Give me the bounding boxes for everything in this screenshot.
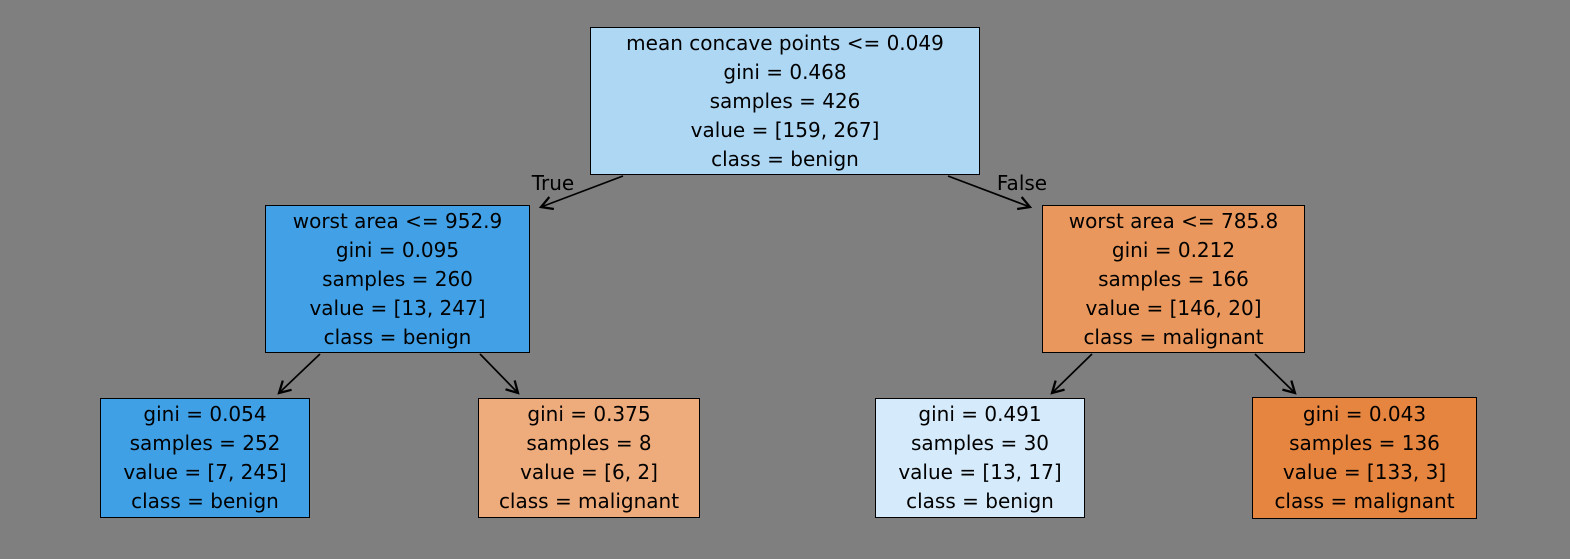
node-gini: gini = 0.491 xyxy=(918,402,1042,426)
node-gini: gini = 0.054 xyxy=(143,402,267,426)
edge-root-to-right-icon xyxy=(947,175,1033,211)
node-samples: samples = 8 xyxy=(526,431,652,455)
node-value: value = [13, 247] xyxy=(309,295,486,320)
node-class: class = malignant xyxy=(1083,324,1264,349)
edge-right-to-rr-icon xyxy=(1254,353,1297,395)
tree-leaf-right-right: gini = 0.043 samples = 136 value = [133,… xyxy=(1252,397,1477,519)
node-condition: worst area <= 952.9 xyxy=(292,208,503,233)
tree-leaf-left-left: gini = 0.054 samples = 252 value = [7, 2… xyxy=(100,398,310,518)
node-samples: samples = 166 xyxy=(1098,266,1249,291)
node-gini: gini = 0.095 xyxy=(335,237,460,262)
edge-right-to-rl-icon xyxy=(1050,353,1093,395)
node-value: value = [6, 2] xyxy=(520,460,658,484)
edge-root-to-left-icon xyxy=(538,175,624,211)
node-gini: gini = 0.375 xyxy=(527,402,651,426)
node-class: class = benign xyxy=(906,489,1054,513)
node-condition: worst area <= 785.8 xyxy=(1068,208,1279,233)
tree-node-right-internal: worst area <= 785.8 gini = 0.212 samples… xyxy=(1042,205,1305,353)
edge-label-true: True xyxy=(531,171,575,195)
node-gini: gini = 0.212 xyxy=(1111,237,1236,262)
node-samples: samples = 30 xyxy=(910,431,1050,455)
node-value: value = [7, 245] xyxy=(123,460,287,484)
node-gini: gini = 0.468 xyxy=(723,59,847,84)
node-class: class = malignant xyxy=(1274,489,1455,513)
edge-left-to-lr-icon xyxy=(479,353,520,395)
node-value: value = [13, 17] xyxy=(898,460,1062,484)
tree-leaf-right-left: gini = 0.491 samples = 30 value = [13, 1… xyxy=(875,398,1085,518)
tree-leaf-left-right: gini = 0.375 samples = 8 value = [6, 2] … xyxy=(478,398,700,518)
node-class: class = malignant xyxy=(498,489,680,513)
node-value: value = [146, 20] xyxy=(1085,295,1262,320)
node-class: class = benign xyxy=(711,146,859,171)
node-class: class = benign xyxy=(323,324,472,349)
edge-label-false: False xyxy=(996,171,1048,195)
node-samples: samples = 260 xyxy=(322,266,473,291)
node-samples: samples = 426 xyxy=(709,88,861,113)
tree-node-root: mean concave points <= 0.049 gini = 0.46… xyxy=(590,27,980,175)
node-samples: samples = 252 xyxy=(129,431,281,455)
edge-left-to-ll-icon xyxy=(277,353,321,395)
node-gini: gini = 0.043 xyxy=(1302,402,1427,426)
node-samples: samples = 136 xyxy=(1289,431,1440,455)
node-condition: mean concave points <= 0.049 xyxy=(626,30,944,55)
tree-node-left-internal: worst area <= 952.9 gini = 0.095 samples… xyxy=(265,205,530,353)
node-value: value = [133, 3] xyxy=(1282,460,1447,484)
node-value: value = [159, 267] xyxy=(690,117,880,142)
node-class: class = benign xyxy=(131,489,279,513)
